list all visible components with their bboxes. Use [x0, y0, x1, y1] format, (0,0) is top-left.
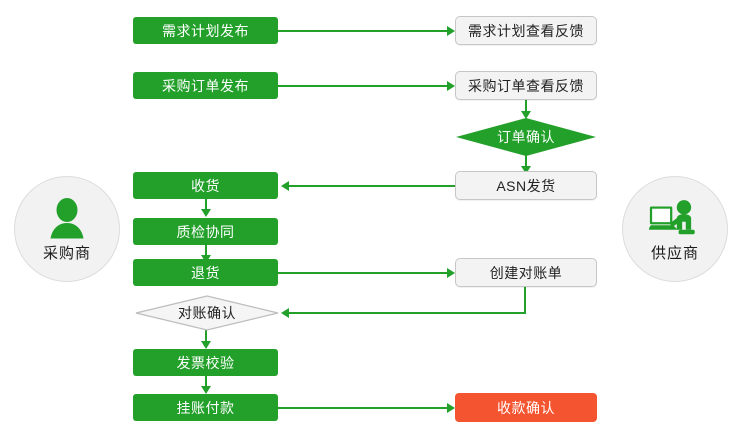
actor-buyer[interactable]: 采购商: [14, 176, 120, 282]
node-demand-plan-publish[interactable]: 需求计划发布: [133, 17, 278, 44]
node-receive-goods[interactable]: 收货: [133, 172, 278, 199]
arrowhead-statement-confirm: [281, 308, 289, 318]
node-invoice-check[interactable]: 发票校验: [133, 349, 278, 376]
diamond-shape-icon: [456, 118, 596, 156]
edge-demand-plan-publish-to-feedback: [278, 30, 447, 32]
edge-create-statement-down: [524, 286, 526, 313]
node-label: 采购订单查看反馈: [468, 77, 584, 94]
diamond-shape-icon: [135, 295, 279, 331]
edge-create-statement-to-statement-confirm: [289, 312, 526, 314]
node-label: 创建对账单: [489, 264, 563, 281]
node-label: 质检协同: [176, 223, 235, 240]
node-create-statement[interactable]: 创建对账单: [455, 258, 597, 287]
node-label: 采购订单发布: [162, 77, 249, 94]
arrowhead-quality-collab: [201, 209, 211, 217]
arrowhead-order-confirm: [521, 111, 531, 119]
edge-asn-to-receive-goods: [289, 185, 455, 187]
edge-return-to-create-statement: [278, 272, 447, 274]
edge-po-publish-to-feedback: [278, 85, 447, 87]
node-order-confirm[interactable]: 订单确认: [456, 118, 596, 156]
actor-supplier[interactable]: 供应商: [622, 176, 728, 282]
person-icon: [41, 196, 93, 240]
arrowhead-receive-goods: [281, 181, 289, 191]
node-receipt-confirm[interactable]: 收款确认: [455, 393, 597, 422]
node-label: ASN发货: [496, 177, 556, 194]
node-label: 需求计划发布: [162, 22, 249, 39]
arrowhead-demand-plan-feedback: [447, 26, 455, 36]
actor-label: 采购商: [42, 244, 91, 262]
node-label: 订单确认: [497, 129, 555, 145]
node-label: 需求计划查看反馈: [468, 22, 584, 39]
edge-payable-to-receipt-confirm: [278, 407, 447, 409]
edge-invoice-to-payable: [205, 376, 207, 390]
edge-po-feedback-to-order-confirm: [525, 99, 527, 115]
node-label: 挂账付款: [176, 399, 235, 416]
node-label: 收款确认: [497, 399, 555, 416]
node-demand-plan-feedback[interactable]: 需求计划查看反馈: [455, 16, 597, 45]
node-label: 收货: [191, 177, 220, 194]
node-statement-confirm[interactable]: 对账确认: [135, 295, 279, 331]
arrowhead-create-statement: [447, 268, 455, 278]
edge-order-confirm-to-asn: [525, 155, 527, 171]
node-asn-ship[interactable]: ASN发货: [455, 171, 597, 200]
node-po-publish[interactable]: 采购订单发布: [133, 72, 278, 99]
node-label: 退货: [191, 264, 220, 281]
edge-receive-to-quality: [205, 199, 207, 213]
node-label: 发票校验: [176, 354, 235, 371]
arrowhead-payable-payment: [201, 386, 211, 394]
arrowhead-po-feedback: [447, 81, 455, 91]
node-po-feedback[interactable]: 采购订单查看反馈: [455, 71, 597, 100]
arrowhead-receipt-confirm: [447, 403, 455, 413]
node-payable-payment[interactable]: 挂账付款: [133, 394, 278, 421]
node-return-goods[interactable]: 退货: [133, 259, 278, 286]
arrowhead-asn-ship: [521, 166, 531, 174]
node-label: 对账确认: [178, 305, 236, 321]
node-quality-collab[interactable]: 质检协同: [133, 218, 278, 245]
person-at-computer-icon: [649, 196, 701, 240]
edge-statement-confirm-to-invoice: [205, 330, 207, 346]
actor-label: 供应商: [650, 244, 699, 262]
arrowhead-invoice-check: [201, 341, 211, 349]
edge-quality-to-return: [205, 245, 207, 259]
